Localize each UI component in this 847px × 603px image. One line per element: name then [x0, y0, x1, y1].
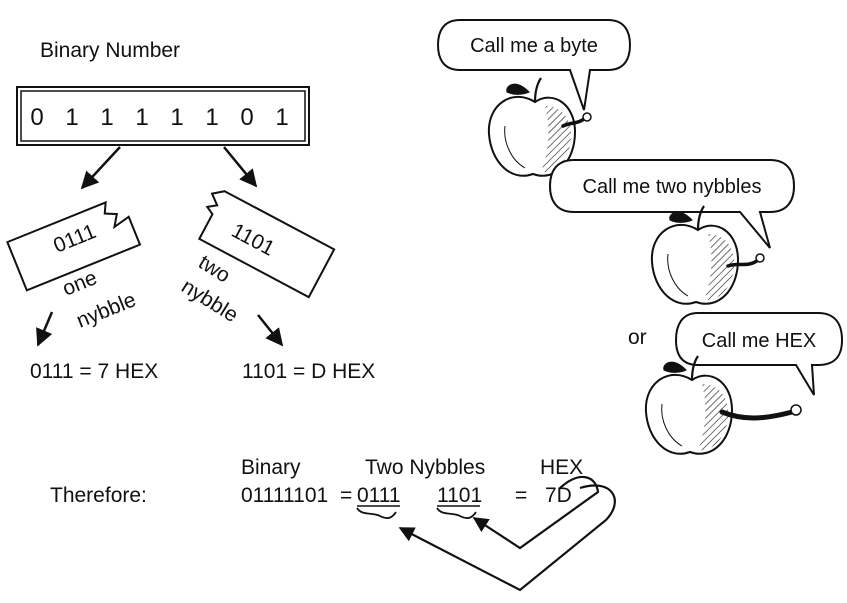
binary-digits: 0 1 1 1 1 1 0 1 — [30, 104, 288, 131]
equals-sign: = — [515, 484, 527, 507]
nybble-1-brace — [356, 507, 397, 519]
binary-number-box — [16, 86, 310, 146]
binary-digit: 1 — [205, 104, 218, 131]
binary-digit: 1 — [65, 104, 78, 131]
hex-bubble: Call me HEX — [674, 312, 844, 396]
right-nybble-caption-nybble: nybble — [177, 275, 242, 327]
hex-value: 7D — [545, 484, 572, 507]
byte-bubble-text: Call me a byte — [470, 35, 598, 57]
apple-1 — [487, 76, 592, 177]
arrow-to-right-result — [257, 314, 284, 347]
binary-number-title: Binary Number — [40, 39, 180, 62]
binary-digit: 0 — [30, 104, 43, 131]
binary-number-box-inner — [20, 90, 306, 142]
arrow-to-left-nybble — [80, 146, 121, 190]
therefore-label: Therefore: — [50, 484, 147, 507]
byte-bubble: Call me a byte — [436, 19, 632, 111]
right-nybble-result: 1101 = D HEX — [242, 360, 375, 383]
nybble-2-brace — [436, 507, 477, 519]
arrow-to-right-nybble — [223, 146, 258, 188]
binary-digit: 1 — [135, 104, 148, 131]
or-label: or — [628, 326, 647, 349]
binary-digit: 1 — [275, 104, 288, 131]
hex-to-nybble-2-arrow — [472, 476, 600, 550]
worm-icon — [719, 409, 795, 421]
apple-2 — [650, 204, 765, 305]
hex-bubble-text: Call me HEX — [702, 330, 816, 352]
apple-3 — [644, 354, 802, 455]
binary-value: 01111101 — [241, 484, 328, 507]
header-two-nybbles: Two Nybbles — [365, 456, 485, 479]
equals-sign: = — [340, 484, 352, 507]
left-nybble-result: 0111 = 7 HEX — [30, 360, 158, 383]
header-hex: HEX — [540, 456, 583, 479]
nybble-1-value: 0111 — [357, 484, 401, 507]
binary-digit: 1 — [170, 104, 183, 131]
binary-digit: 1 — [100, 104, 113, 131]
left-nybble-caption-nybble: nybble — [73, 288, 139, 333]
nybble-2-value: 1101 — [437, 484, 482, 507]
two-nybbles-bubble: Call me two nybbles — [548, 159, 796, 249]
header-binary: Binary — [241, 456, 301, 479]
two-nybbles-bubble-text: Call me two nybbles — [583, 176, 762, 198]
worm-icon — [726, 258, 760, 268]
hex-to-nybble-1-arrow — [398, 484, 616, 592]
arrow-to-left-result — [36, 311, 54, 347]
binary-digit: 0 — [240, 104, 253, 131]
right-nybble-card — [197, 190, 336, 299]
left-nybble-card — [6, 200, 142, 292]
